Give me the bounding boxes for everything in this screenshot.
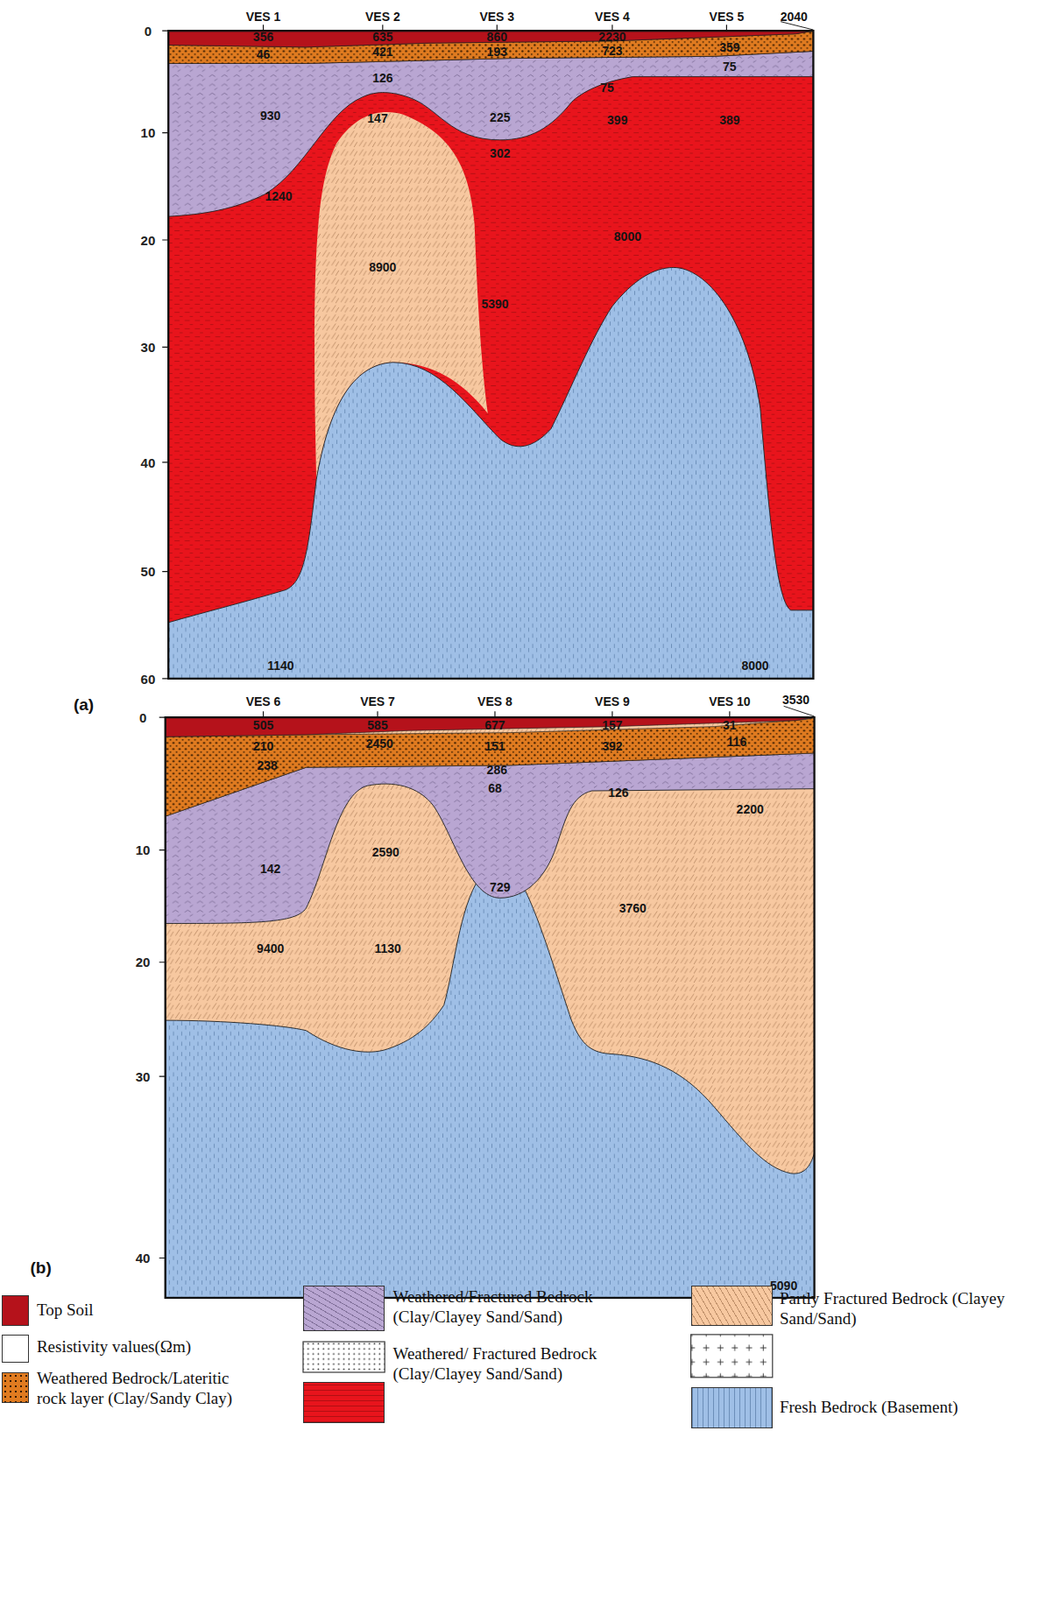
resistivity-value: 635 — [372, 30, 393, 43]
legend-text: Top Soil — [36, 1300, 241, 1322]
depth-tick-label: 40 — [135, 1251, 151, 1266]
resistivity-value: 142 — [260, 862, 281, 876]
resistivity-value: 68 — [487, 782, 502, 795]
legend-swatch — [303, 1382, 385, 1424]
ves-station-label: VES 5 — [709, 10, 745, 23]
ves-station-label: VES 3 — [479, 10, 515, 23]
resistivity-value: 505 — [253, 719, 274, 732]
resistivity-value: 193 — [487, 45, 508, 58]
resistivity-value: 729 — [489, 881, 510, 894]
legend-text: Weathered/Fractured Bedrock (Clay/Clayey… — [392, 1287, 669, 1329]
legend-swatch — [1, 1335, 29, 1365]
resistivity-value: 116 — [727, 735, 748, 749]
legend-text: Weathered Bedrock/Lateritic rock layer (… — [36, 1369, 241, 1410]
panel-label: (b) — [29, 1258, 51, 1276]
resistivity-value: 2200 — [736, 803, 764, 816]
depth-tick-label: 30 — [141, 340, 156, 354]
ves-station-label: VES 6 — [246, 695, 282, 708]
resistivity-value: 157 — [601, 719, 622, 732]
resistivity-value: 930 — [260, 109, 281, 122]
resistivity-value: 147 — [367, 112, 388, 125]
section-b — [159, 706, 815, 1299]
section-a — [162, 21, 813, 679]
legend-swatch — [691, 1387, 773, 1429]
resistivity-value: 860 — [487, 30, 508, 43]
depth-tick-label: 0 — [144, 23, 152, 37]
ves-station-label: VES 2 — [365, 10, 401, 23]
resistivity-value: 46 — [256, 48, 271, 61]
resistivity-value: 126 — [607, 786, 629, 799]
resistivity-value: 2450 — [366, 737, 394, 750]
ves-station-label: VES 9 — [594, 695, 630, 708]
depth-tick-label: 20 — [141, 233, 156, 247]
resistivity-value: 2040 — [780, 10, 808, 23]
resistivity-value: 31 — [722, 719, 737, 732]
legend-text: Resistivity values(Ωm) — [36, 1337, 272, 1358]
resistivity-value: 225 — [489, 111, 510, 124]
resistivity-value: 2230 — [598, 30, 626, 43]
legend-text: Fresh Bedrock (Basement) — [779, 1398, 1040, 1419]
resistivity-value: 302 — [489, 147, 510, 160]
resistivity-value: 3760 — [619, 902, 647, 915]
resistivity-value: 75 — [722, 60, 737, 73]
resistivity-value: 151 — [484, 740, 505, 753]
resistivity-value: 356 — [253, 30, 274, 43]
resistivity-value: 286 — [487, 763, 508, 777]
depth-tick-label: 20 — [135, 955, 151, 969]
resistivity-value: 585 — [367, 719, 388, 732]
resistivity-value: 8900 — [368, 261, 396, 274]
legend-swatch — [1, 1295, 29, 1327]
resistivity-value: 9400 — [256, 942, 284, 955]
resistivity-value: 238 — [257, 759, 278, 772]
legend-swatch — [303, 1286, 385, 1332]
resistivity-value: 392 — [601, 740, 622, 753]
resistivity-value: 5390 — [480, 297, 509, 311]
depth-tick-label: 40 — [141, 455, 156, 469]
depth-tick-label: 0 — [139, 710, 147, 724]
resistivity-value: 126 — [372, 71, 393, 85]
resistivity-value: 723 — [601, 44, 622, 57]
resistivity-value: 677 — [484, 719, 505, 732]
depth-tick-label: 10 — [141, 126, 156, 140]
resistivity-value: 389 — [719, 113, 740, 127]
legend-swatch — [1, 1372, 29, 1404]
panel-label: (a) — [73, 695, 94, 713]
ves-station-label: VES 1 — [246, 10, 282, 23]
resistivity-value: 1240 — [264, 190, 292, 203]
ves-station-label: VES 10 — [708, 695, 750, 708]
resistivity-value: 8000 — [741, 659, 769, 672]
resistivity-value: 399 — [607, 113, 628, 127]
resistivity-value: 1130 — [374, 942, 401, 955]
ves-station-label: VES 8 — [477, 695, 513, 708]
depth-tick-label: 10 — [135, 843, 151, 857]
depth-tick-label: 50 — [141, 565, 156, 579]
resistivity-value: 75 — [600, 81, 615, 94]
depth-tick-label: 30 — [135, 1069, 151, 1083]
depth-tick-label: 60 — [141, 671, 156, 686]
resistivity-value: 2590 — [372, 846, 400, 859]
resistivity-value: 210 — [253, 740, 274, 753]
legend-swatch — [691, 1286, 773, 1328]
legend-text: Weathered/ Fractured Bedrock (Clay/Claye… — [392, 1344, 638, 1386]
legend-text: Partly Fractured Bedrock (Clayey Sand/Sa… — [779, 1289, 1040, 1330]
resistivity-value: 359 — [719, 41, 740, 54]
resistivity-value: 421 — [372, 45, 393, 58]
resistivity-value: 1140 — [267, 659, 294, 672]
resistivity-value: 3530 — [782, 693, 810, 707]
ves-station-label: VES 7 — [360, 695, 396, 708]
ves-station-label: VES 4 — [594, 10, 630, 23]
resistivity-value: 8000 — [614, 230, 642, 243]
